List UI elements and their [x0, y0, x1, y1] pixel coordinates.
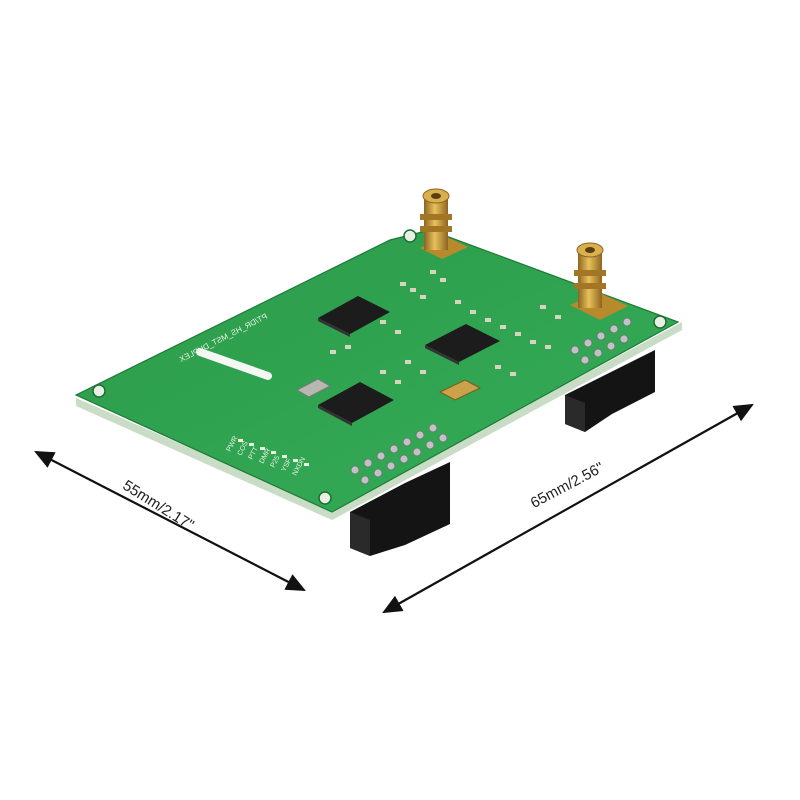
mount-hole-2 [403, 229, 417, 243]
mount-hole-4 [318, 491, 332, 505]
crystal-2 [438, 379, 482, 401]
mount-hole-1 [92, 384, 106, 398]
smd-components [330, 270, 561, 384]
dimension-arrow-width [34, 450, 306, 592]
crystal-1 [295, 378, 332, 398]
sma-connector-2 [570, 242, 628, 320]
ic-chip-middle [425, 324, 500, 365]
sma-connector-1 [420, 188, 468, 259]
ic-chip-upper [318, 296, 390, 337]
dimension-arrow-length [382, 403, 754, 614]
ic-chip-mcu [318, 382, 394, 426]
board-slot [196, 348, 272, 380]
mount-hole-3 [653, 315, 667, 329]
